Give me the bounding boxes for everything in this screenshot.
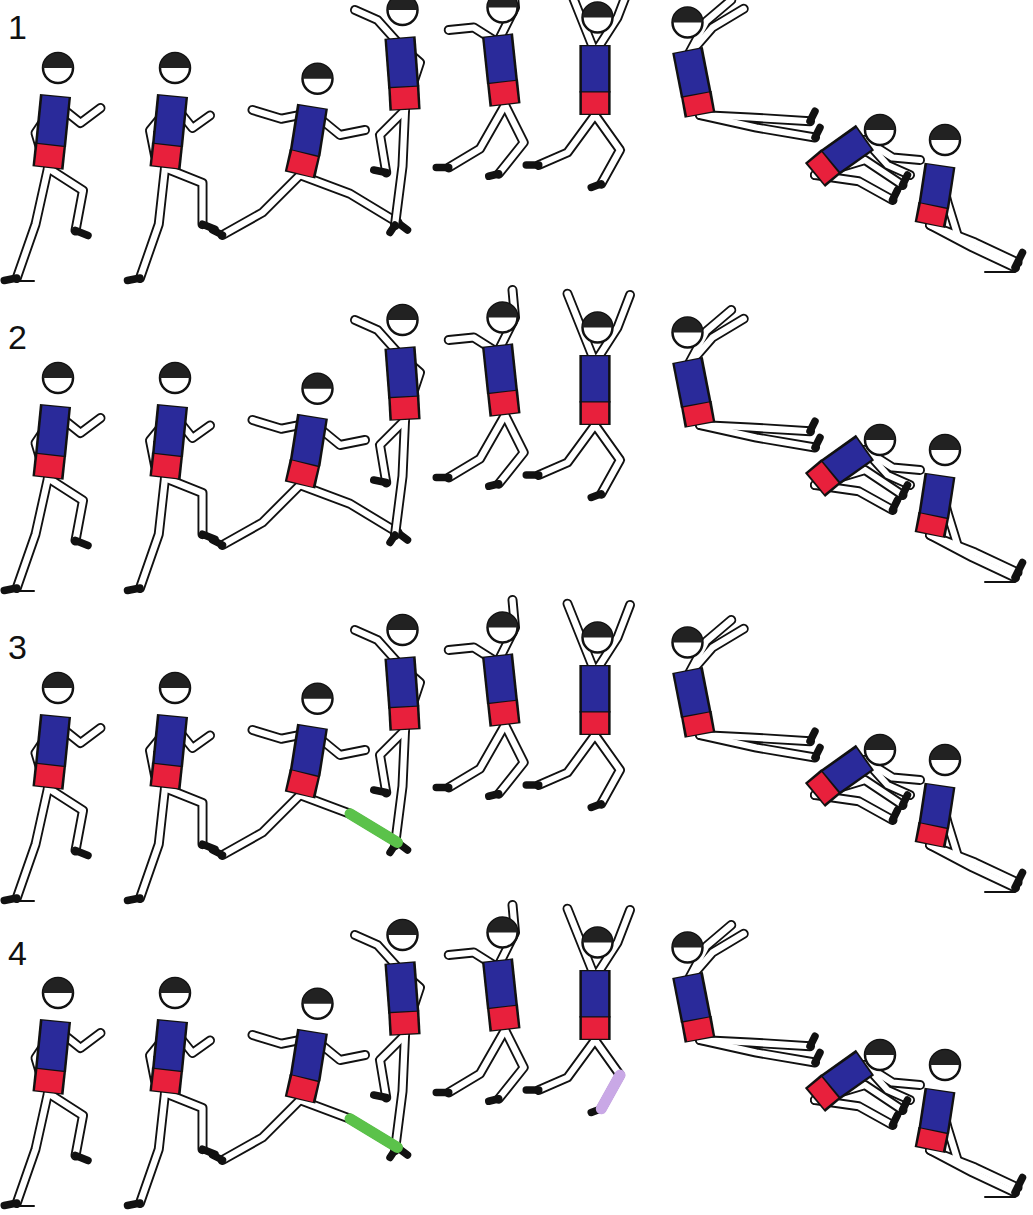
highlight-leg — [350, 814, 398, 843]
row-number: 2 — [8, 320, 27, 354]
highlight-leg — [350, 1119, 398, 1148]
jumper-sequence — [4, 0, 1022, 281]
jumper-sequence — [4, 905, 1022, 1206]
jumper-sequence — [4, 290, 1022, 591]
jumper-sequence — [4, 600, 1022, 901]
row-number: 3 — [8, 630, 27, 664]
row-number: 1 — [8, 10, 27, 44]
highlight-leg — [601, 1075, 620, 1109]
row-number: 4 — [8, 936, 27, 970]
